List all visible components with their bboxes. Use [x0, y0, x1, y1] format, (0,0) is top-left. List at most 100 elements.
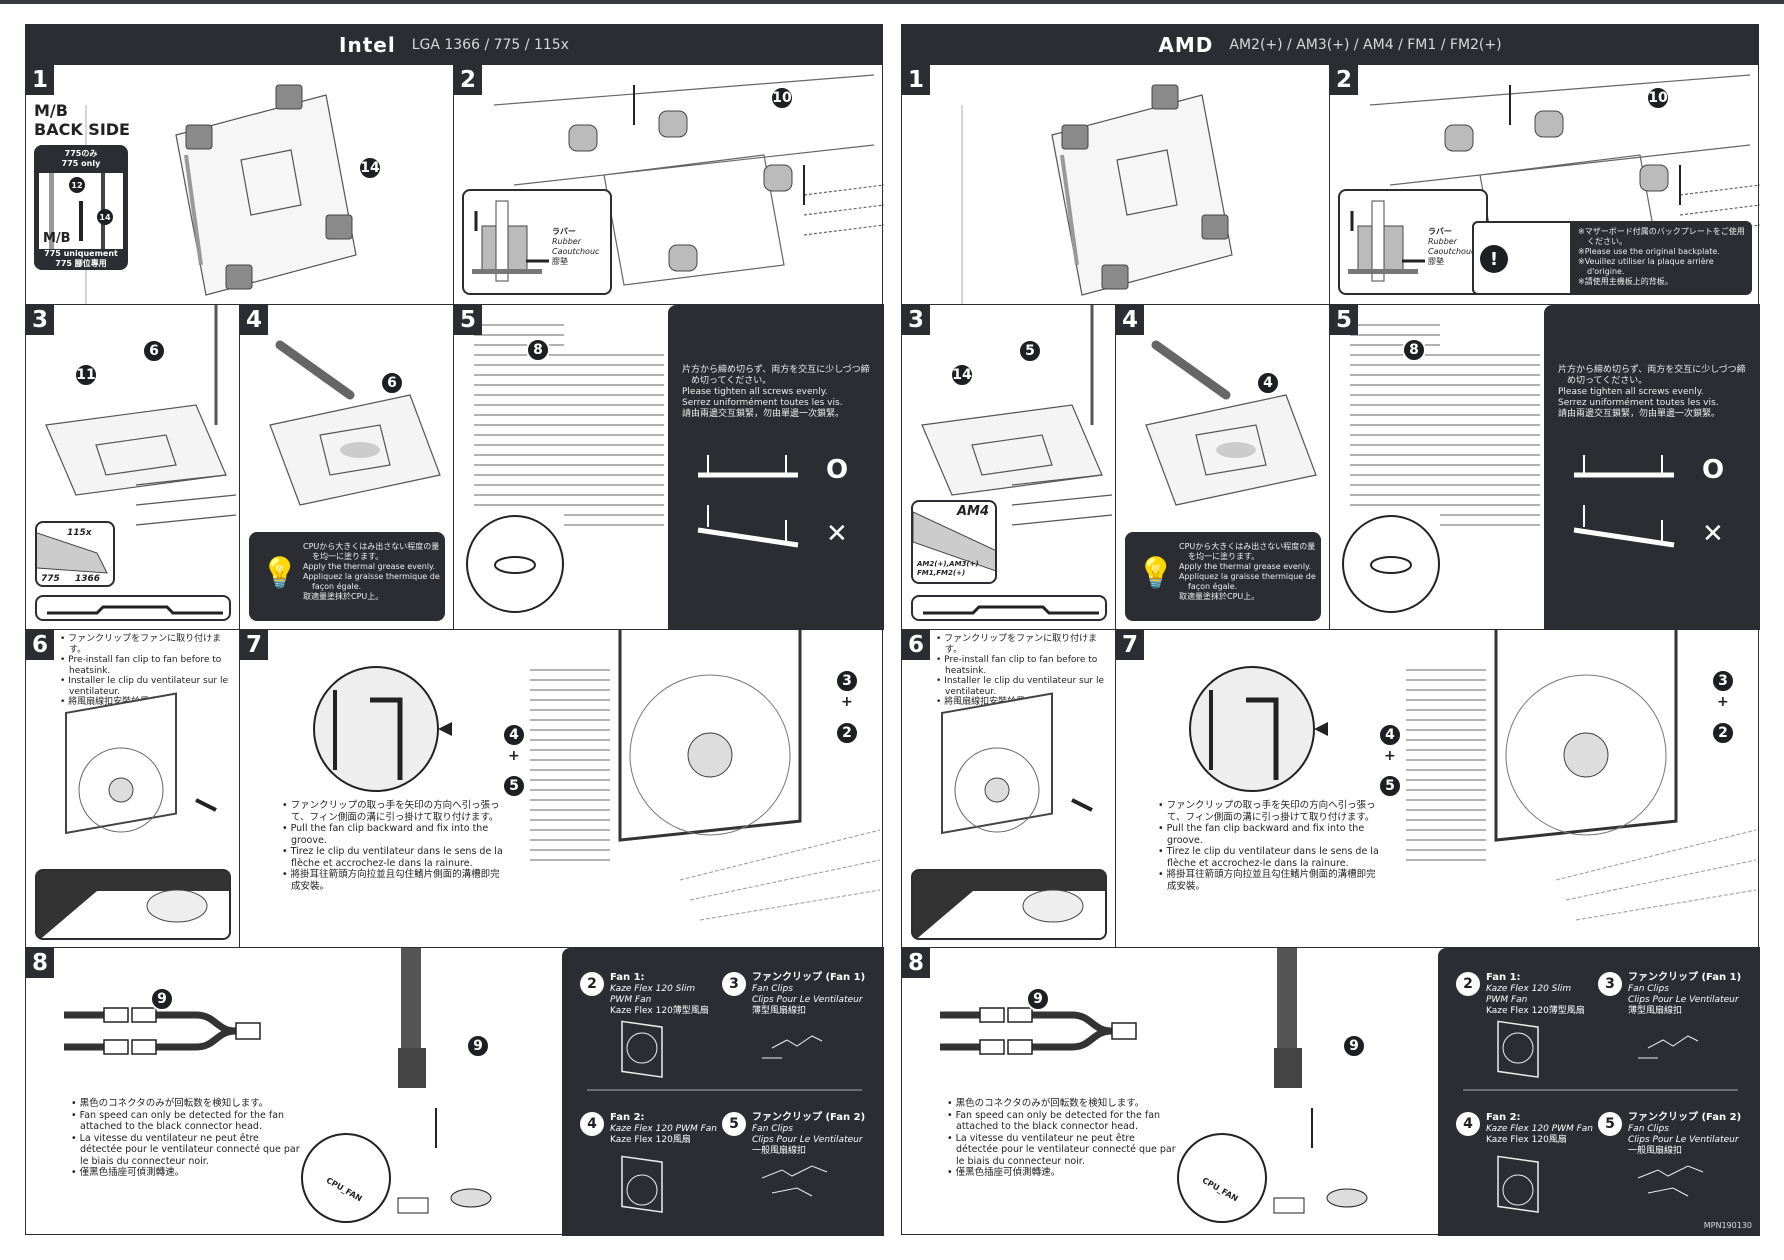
- step-8: 8 CPU_FAN 9 9 • 黒色のコネクタのみが回転数を検知します。• Fa…: [26, 948, 884, 1236]
- callout: 2: [835, 721, 859, 745]
- step-number: 5: [1330, 305, 1358, 335]
- callout: 4: [1378, 723, 1402, 747]
- am4-hole-detail: AM4 AM2(+),AM3(+)FM1,FM2(+): [911, 500, 997, 584]
- callout: 11: [74, 363, 98, 387]
- parts-illustrations: [1463, 1020, 1738, 1213]
- mounting-illustration: [921, 305, 1113, 526]
- callout: 4: [502, 723, 526, 747]
- callout: 9: [466, 1034, 490, 1058]
- panel-header: AMD AM2(+) / AM3(+) / AM4 / FM1 / FM2(+): [902, 25, 1758, 65]
- step6-note: • ファンクリップをファンに取り付けます。• Pre-install fan c…: [936, 634, 1104, 707]
- backplate-illustration: [961, 84, 1233, 304]
- callout: 5: [1018, 339, 1042, 363]
- fan-install-illustration: [313, 630, 881, 921]
- panel-header: Intel LGA 1366 / 775 / 115x: [26, 25, 882, 65]
- tighten-note: 片方から締め切らず、両方を交互に少しづつ締め切ってください。Please tig…: [668, 305, 884, 629]
- step6-note: • ファンクリップをファンに取り付けます。• Pre-install fan c…: [60, 634, 228, 707]
- backplate-warning: ! ※マザーボード付属のバックプレートをご使用ください。※Please use …: [1472, 221, 1752, 295]
- plus-sign: +: [1384, 748, 1396, 764]
- step-number: 7: [240, 630, 268, 660]
- mpn-code: MPN190130: [1703, 1221, 1752, 1230]
- heatsink-illustration: [466, 324, 664, 613]
- step-number: 2: [1330, 65, 1358, 95]
- amd-panel: AMD AM2(+) / AM3(+) / AM4 / FM1 / FM2(+)…: [901, 24, 1760, 1236]
- step-number: 5: [454, 305, 482, 335]
- step-number: 4: [240, 305, 268, 335]
- step-7: 7 • ファンクリップの取っ手を矢印の方向へ引っ張って、フィン側面の溝に引っ掛け…: [1116, 630, 1760, 948]
- clip-photo: [35, 869, 231, 940]
- bracket-illustration: [911, 595, 1107, 621]
- callout: 6: [380, 371, 404, 395]
- fan-install-illustration: [1189, 630, 1757, 921]
- callout-14: 14: [358, 156, 382, 180]
- callout: 5: [1378, 774, 1402, 798]
- step-6: 6 • ファンクリップをファンに取り付けます。• Pre-install fan…: [902, 630, 1116, 948]
- step-number: 8: [26, 948, 54, 978]
- step-number: 8: [902, 948, 930, 978]
- tighten-note: 片方から締め切らず、両方を交互に少しづつ締め切ってください。Please tig…: [1544, 305, 1760, 629]
- callout: 3: [1711, 669, 1735, 693]
- step-3: 3 11 6 115x 775 1366: [26, 305, 240, 630]
- step-4: 4 6 💡 CPUから大きくはみ出さない程度の量を均一に塗ります。Apply t…: [240, 305, 454, 630]
- step-number: 7: [1116, 630, 1144, 660]
- step-number: 6: [26, 630, 54, 660]
- platform-title: AMD: [1158, 33, 1214, 57]
- fan-cable-illustration: [64, 948, 492, 1223]
- socket-standoff-illustration: [493, 74, 884, 286]
- socket-list: LGA 1366 / 775 / 115x: [411, 37, 569, 53]
- lightbulb-icon: 💡: [261, 556, 299, 591]
- step-number: 3: [902, 305, 930, 335]
- ng-mark: ✕: [1702, 519, 1724, 549]
- heatsink-illustration: [1342, 324, 1540, 613]
- fan-clip-illustration: [941, 692, 1093, 835]
- tighten-diagram: [1573, 455, 1675, 548]
- clip-photo: [911, 869, 1107, 940]
- ok-mark: O: [826, 455, 849, 485]
- step-7: 7 • ファンクリップの取っ手を矢印の方向へ引っ張って、フィン側面の溝に引っ掛け…: [240, 630, 884, 948]
- step8-note: • 黒色のコネクタのみが回転数を検知します。• Fan speed can on…: [947, 1098, 1176, 1178]
- fan-clip-illustration: [65, 692, 217, 835]
- tighten-diagram: [697, 455, 799, 548]
- grease-tip: 💡 CPUから大きくはみ出さない程度の量を均一に塗ります。Apply the t…: [1125, 532, 1321, 621]
- thermal-grease-illustration: [1145, 340, 1317, 506]
- step-number: 2: [454, 65, 482, 95]
- socket-list: AM2(+) / AM3(+) / AM4 / FM1 / FM2(+): [1229, 37, 1502, 53]
- socket-hole-detail: 115x 775 1366: [35, 521, 115, 587]
- callout: 14: [950, 363, 974, 387]
- plus-sign: +: [508, 748, 520, 764]
- step-number: 6: [902, 630, 930, 660]
- plus-sign: +: [841, 694, 853, 710]
- callout: 6: [142, 339, 166, 363]
- step-8: 8 CPU_FAN 9 9 • 黒色のコネクタのみが回転数を検知します。• Fa…: [902, 948, 1760, 1236]
- callout: 5: [502, 774, 526, 798]
- top-bar: [0, 0, 1784, 4]
- callout-10: 10: [1646, 86, 1670, 110]
- step-number: 1: [26, 65, 54, 95]
- callout-10: 10: [770, 86, 794, 110]
- platform-title: Intel: [339, 33, 396, 57]
- step-number: 1: [902, 65, 930, 95]
- step-4: 4 4 💡 CPUから大きくはみ出さない程度の量を均一に塗ります。Apply t…: [1116, 305, 1330, 630]
- callout: 8: [526, 338, 550, 362]
- plus-sign: +: [1717, 694, 1729, 710]
- callout: 8: [1402, 338, 1426, 362]
- bracket-illustration: [35, 595, 231, 621]
- step7-note: • ファンクリップの取っ手を矢印の方向へ引っ張って、フィン側面の溝に引っ掛けて取…: [282, 800, 503, 892]
- step7-note: • ファンクリップの取っ手を矢印の方向へ引っ張って、フィン側面の溝に引っ掛けて取…: [1158, 800, 1379, 892]
- callout: 4: [1256, 371, 1280, 395]
- lightbulb-icon: 💡: [1137, 556, 1175, 591]
- thermal-grease-illustration: [269, 340, 441, 506]
